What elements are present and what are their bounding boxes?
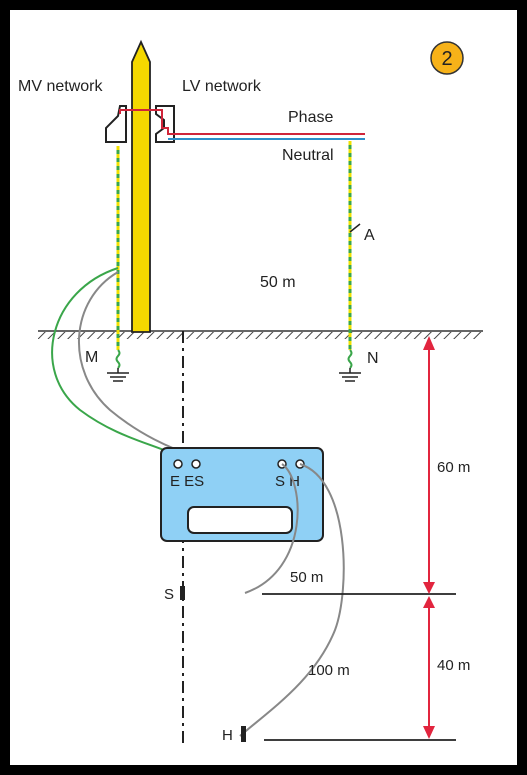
probe-s-label: S <box>164 586 174 603</box>
step-badge: 2 <box>430 41 464 75</box>
lead-h <box>239 463 345 737</box>
dimension-60m <box>423 336 435 594</box>
earth-symbol-m <box>107 368 129 382</box>
earth-m-label: M <box>85 349 98 366</box>
probe-h-label: H <box>222 727 233 744</box>
lead-s <box>244 463 299 594</box>
ground-surface <box>38 330 483 339</box>
neutral-label: Neutral <box>282 147 334 164</box>
terminals-right-label: S H <box>275 473 300 490</box>
lv-bracket <box>155 105 175 143</box>
tester-display <box>187 506 293 534</box>
diagram-frame: 2 MV network LV network Phase Neutral M <box>10 10 517 765</box>
lead-s-distance-label: 50 m <box>290 569 323 586</box>
point-a-label: A <box>364 227 375 244</box>
lv-network-label: LV network <box>182 78 262 95</box>
terminals-left-label: E ES <box>170 473 204 490</box>
earth-tester: E ES S H <box>160 447 324 542</box>
step-badge-number: 2 <box>441 48 452 70</box>
phase-wiring <box>119 109 365 135</box>
terminal-es <box>191 459 201 469</box>
switch-a-marker <box>349 223 361 233</box>
earth-n-label: N <box>367 350 379 367</box>
phase-label: Phase <box>288 109 333 126</box>
distance-mn-label: 50 m <box>260 274 296 291</box>
lead-e-green <box>51 267 179 458</box>
mv-bracket <box>105 105 127 143</box>
dist-40-label: 40 m <box>437 657 470 674</box>
earth-conductor-n <box>347 141 353 369</box>
earth-symbol-n <box>339 368 361 382</box>
utility-pole <box>131 39 151 333</box>
lead-es-grey <box>78 271 197 458</box>
dimension-40m <box>423 596 435 739</box>
earth-conductor-m <box>115 146 121 369</box>
mv-network-label: MV network <box>18 78 103 95</box>
lead-h-distance-label: 100 m <box>308 662 350 679</box>
dist-60-label: 60 m <box>437 459 470 476</box>
terminal-e <box>173 459 183 469</box>
earthing-diagram: 2 MV network LV network Phase Neutral M <box>18 39 483 745</box>
probe-h <box>241 726 246 742</box>
probe-s <box>180 586 185 600</box>
